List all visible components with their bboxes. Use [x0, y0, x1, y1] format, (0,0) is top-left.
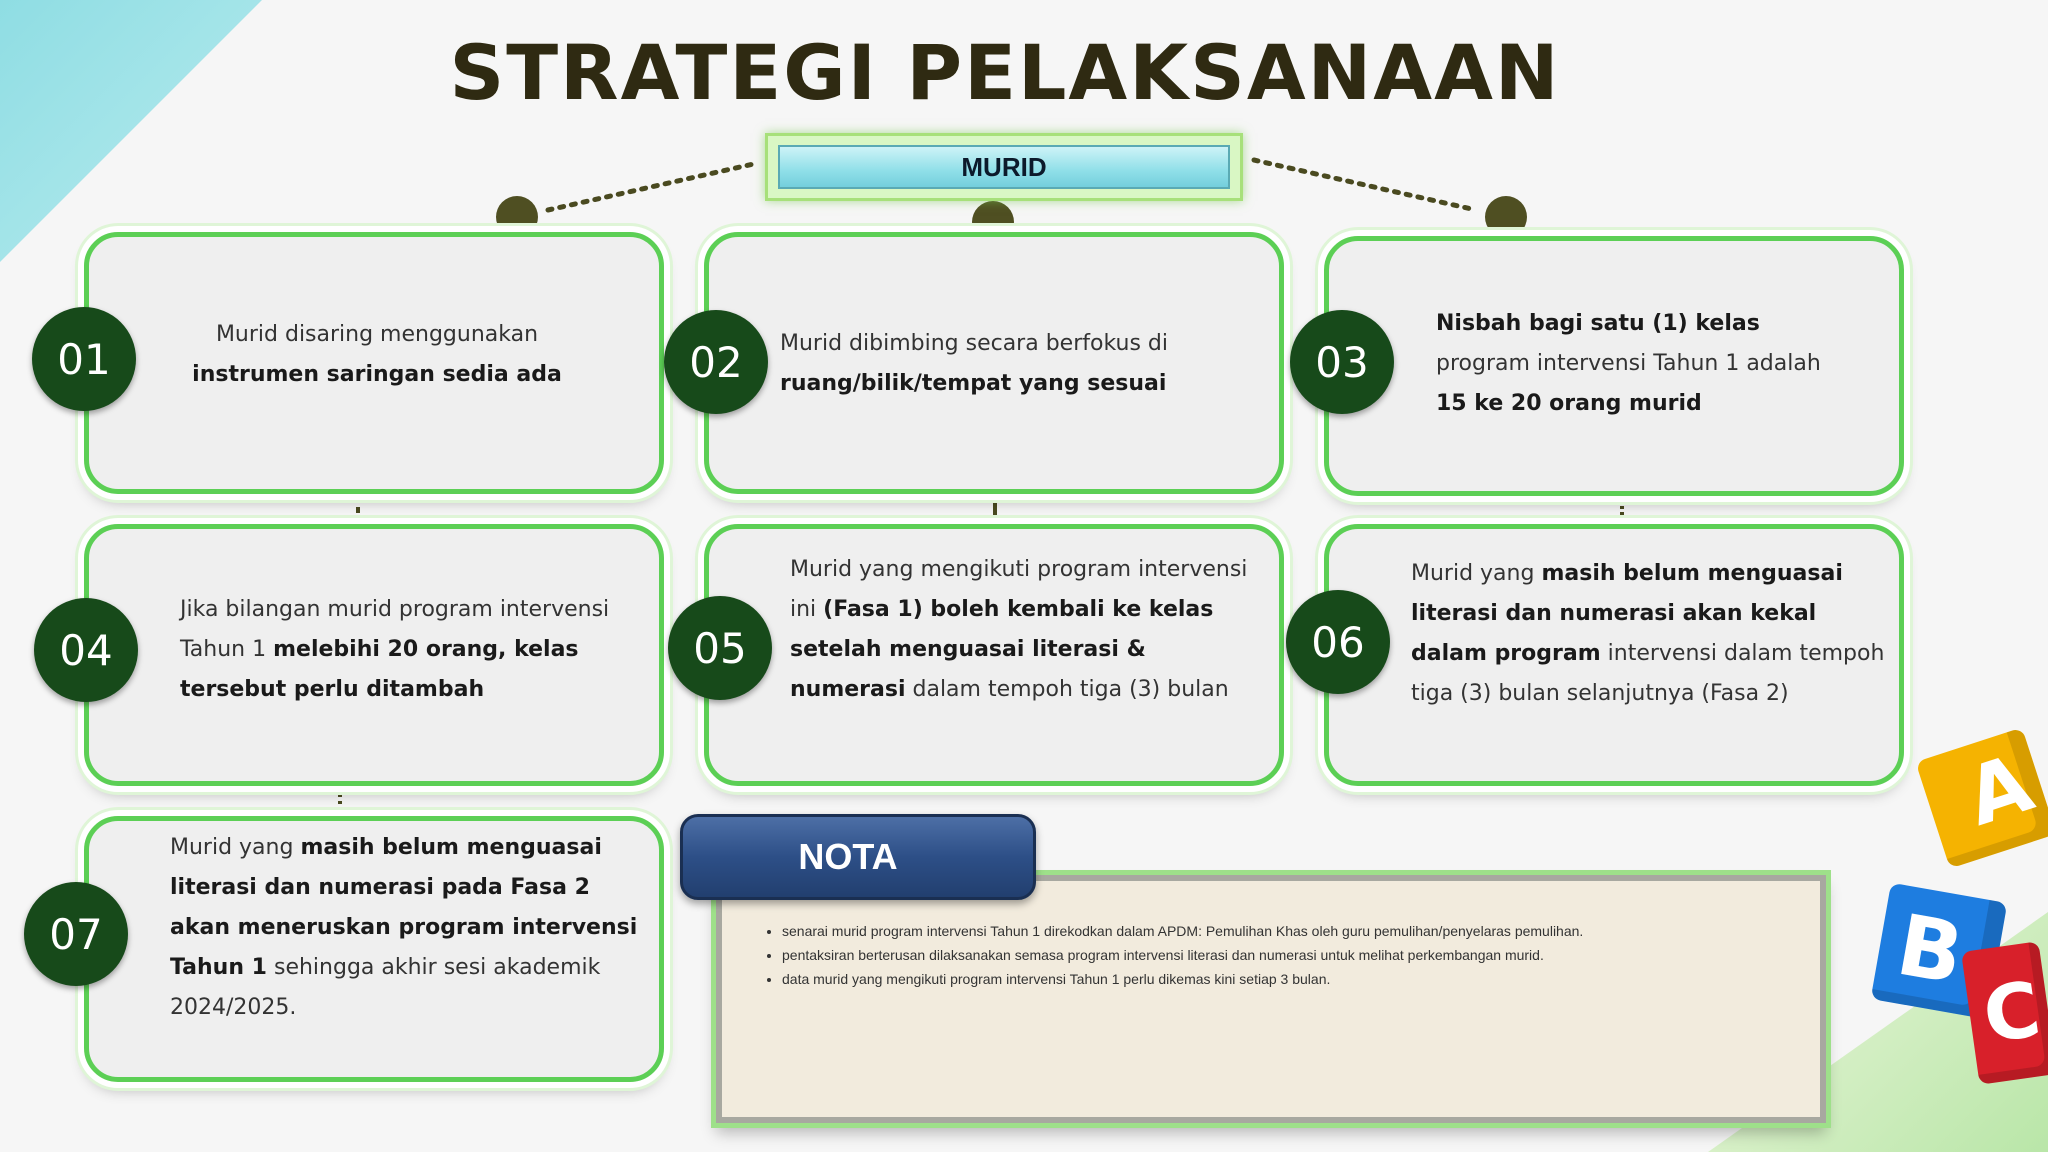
nota-list: senarai murid program intervensi Tahun 1…: [762, 919, 1820, 991]
card-text-normal: Murid yang mengikuti program intervensi …: [790, 557, 1248, 622]
card-number-07: 07: [24, 882, 128, 986]
card-text-normal: intervensi dalam tempoh tiga (3) bulan s…: [1411, 641, 1885, 706]
card-text-05: Murid yang mengikuti program intervensi …: [790, 550, 1260, 710]
card-text-03: Nisbah bagi satu (1) kelas program inter…: [1436, 304, 1856, 424]
nota-item: data murid yang mengikuti program interv…: [782, 967, 1820, 991]
strategy-card-07: [84, 816, 664, 1082]
connector-dot-right: [1485, 196, 1527, 238]
card-text-bold: masih belum menguasai literasi dan numer…: [1411, 561, 1843, 666]
card-text-normal: dalam tempoh tiga (3) bulan: [905, 677, 1229, 702]
nota-panel: senarai murid program intervensi Tahun 1…: [716, 875, 1826, 1123]
strategy-card-02: [704, 232, 1284, 494]
card-text-bold: ruang/bilik/tempat yang sesuai: [780, 371, 1167, 396]
murid-header-label: MURID: [778, 145, 1230, 189]
strategy-card-06: [1324, 524, 1904, 786]
card-text-normal: Murid dibimbing secara berfokus di: [780, 331, 1168, 356]
card-text-06: Murid yang masih belum menguasai literas…: [1411, 554, 1891, 714]
card-text-bold: 15 ke 20 orang murid: [1436, 391, 1702, 416]
nota-item: senarai murid program intervensi Tahun 1…: [782, 919, 1820, 943]
card-text-normal: Murid disaring menggunakan: [215, 322, 539, 347]
card-text-bold: instrumen saringan sedia ada: [192, 362, 562, 387]
block-c-letter: C: [1977, 964, 2046, 1061]
strategy-card-04: [84, 524, 664, 786]
card-text-bold: Nisbah bagi satu (1) kelas: [1436, 311, 1760, 336]
card-text-normal: Murid yang: [1411, 561, 1542, 586]
card-text-02: Murid dibimbing secara berfokus di ruang…: [780, 324, 1200, 404]
card-text-bold: (Fasa 1) boleh kembali ke kelas setelah …: [790, 597, 1214, 702]
murid-header-box: MURID: [765, 133, 1243, 201]
card-text-normal: Jika bilangan murid program intervensi T…: [180, 597, 610, 662]
card-text-04: Jika bilangan murid program intervensi T…: [180, 590, 620, 710]
card-text-normal: Murid yang: [170, 835, 301, 860]
card-number-05: 05: [668, 596, 772, 700]
card-number-06: 06: [1286, 590, 1390, 694]
card-text-normal: program intervensi Tahun 1 adalah: [1436, 351, 1821, 376]
block-a-letter: A: [1955, 736, 2043, 844]
strategy-card-01: [84, 232, 664, 494]
card-number-01: 01: [32, 307, 136, 411]
card-text-bold: masih belum menguasai literasi dan numer…: [170, 835, 638, 980]
card-text-01: Murid disaring menggunakan instrumen sar…: [152, 315, 602, 395]
card-text-bold: melebihi 20 orang, kelas tersebut perlu …: [180, 637, 579, 702]
card-text-07: Murid yang masih belum menguasai literas…: [170, 828, 650, 1028]
strategy-card-03: [1324, 236, 1904, 496]
card-number-02: 02: [664, 310, 768, 414]
block-b-letter: B: [1890, 895, 1971, 1004]
page-title: STRATEGI PELAKSANAAN: [449, 28, 1561, 117]
nota-label: NOTA: [680, 814, 1036, 900]
block-a: A: [1915, 727, 2048, 869]
nota-item: pentaksiran berterusan dilaksanakan sema…: [782, 943, 1820, 967]
card-number-04: 04: [34, 598, 138, 702]
card-number-03: 03: [1290, 310, 1394, 414]
card-text-normal: sehingga akhir sesi akademik 2024/2025.: [170, 955, 601, 1020]
